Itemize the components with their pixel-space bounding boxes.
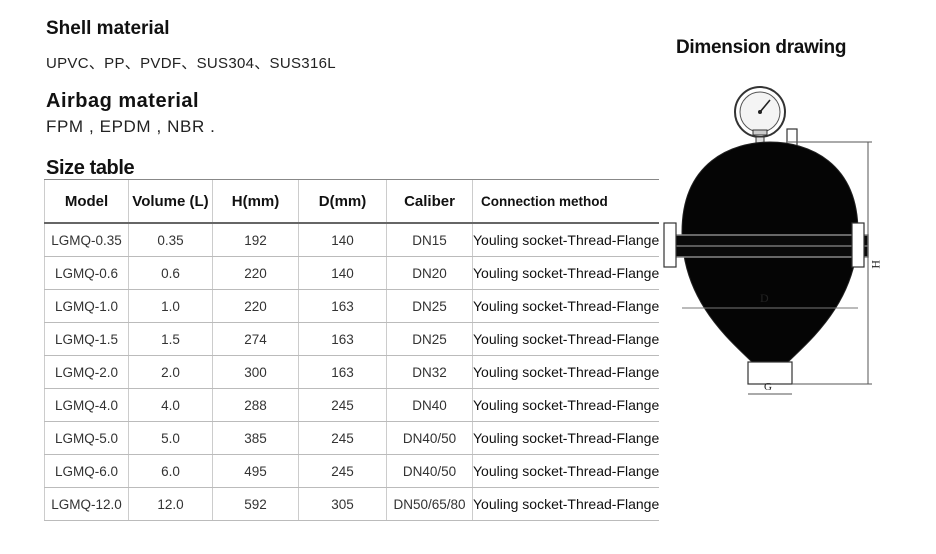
label-d: D (760, 291, 769, 305)
dimension-d: D (682, 291, 858, 309)
cell-caliber: DN25 (386, 322, 473, 356)
cell-model: LGMQ-4.0 (44, 388, 129, 422)
cell-h: 495 (212, 454, 299, 488)
cell-h: 220 (212, 256, 299, 290)
cell-h: 385 (212, 421, 299, 455)
col-header-h: H(mm) (212, 179, 299, 224)
cell-model: LGMQ-6.0 (44, 454, 129, 488)
cell-caliber: DN20 (386, 256, 473, 290)
airbag-material-heading: Airbag material (46, 90, 200, 112)
cell-model: LGMQ-0.6 (44, 256, 129, 290)
cell-volume: 0.35 (128, 223, 213, 257)
cell-d: 140 (298, 256, 387, 290)
col-header-volume: Volume (L) (128, 179, 213, 224)
cell-caliber: DN32 (386, 355, 473, 389)
cell-model: LGMQ-12.0 (44, 487, 129, 521)
cell-volume: 1.5 (128, 322, 213, 356)
label-h: H (869, 260, 880, 269)
cell-volume: 0.6 (128, 256, 213, 290)
cell-h: 220 (212, 289, 299, 323)
cell-connection: Youling socket-Thread-Flange (472, 223, 660, 257)
cell-model: LGMQ-1.0 (44, 289, 129, 323)
col-header-caliber: Caliber (386, 179, 473, 224)
cell-d: 163 (298, 322, 387, 356)
cell-d: 140 (298, 223, 387, 257)
cell-volume: 5.0 (128, 421, 213, 455)
flange-bolt-right (851, 222, 865, 268)
cell-connection: Youling socket-Thread-Flange (472, 322, 660, 356)
flange-bolt-left (663, 222, 677, 268)
cell-volume: 6.0 (128, 454, 213, 488)
airbag-material-value: FPM , EPDM , NBR . (46, 117, 216, 136)
col-header-d: D(mm) (298, 179, 387, 224)
dimension-g: G (748, 381, 792, 395)
cell-d: 245 (298, 454, 387, 488)
cell-connection: Youling socket-Thread-Flange (472, 256, 660, 290)
cell-d: 163 (298, 355, 387, 389)
cell-h: 274 (212, 322, 299, 356)
size-table: Model Volume (L) H(mm) D(mm) Caliber Con… (44, 179, 660, 521)
cell-caliber: DN15 (386, 223, 473, 257)
cell-h: 192 (212, 223, 299, 257)
cell-d: 163 (298, 289, 387, 323)
cell-connection: Youling socket-Thread-Flange (472, 487, 660, 521)
cell-caliber: DN50/65/80 (386, 487, 473, 521)
cell-h: 592 (212, 487, 299, 521)
col-header-model: Model (44, 179, 129, 224)
cell-caliber: DN40/50 (386, 421, 473, 455)
cell-model: LGMQ-5.0 (44, 421, 129, 455)
cell-connection: Youling socket-Thread-Flange (472, 388, 660, 422)
cell-caliber: DN40/50 (386, 454, 473, 488)
outlet-pipe (747, 361, 793, 385)
pressure-gauge-icon (734, 86, 786, 150)
cell-connection: Youling socket-Thread-Flange (472, 355, 660, 389)
cell-connection: Youling socket-Thread-Flange (472, 454, 660, 488)
cell-d: 245 (298, 388, 387, 422)
cell-connection: Youling socket-Thread-Flange (472, 289, 660, 323)
cell-d: 245 (298, 421, 387, 455)
cell-d: 305 (298, 487, 387, 521)
cell-caliber: DN40 (386, 388, 473, 422)
size-table-header: Model Volume (L) H(mm) D(mm) Caliber Con… (44, 179, 660, 224)
cell-h: 300 (212, 355, 299, 389)
cell-connection: Youling socket-Thread-Flange (472, 421, 660, 455)
cell-h: 288 (212, 388, 299, 422)
cell-caliber: DN25 (386, 289, 473, 323)
cell-model: LGMQ-2.0 (44, 355, 129, 389)
dimension-drawing: H D G (663, 86, 880, 395)
cell-model: LGMQ-0.35 (44, 223, 129, 257)
shell-material-heading: Shell material (46, 18, 170, 39)
cell-volume: 4.0 (128, 388, 213, 422)
size-table-heading: Size table (46, 157, 135, 179)
cell-volume: 1.0 (128, 289, 213, 323)
label-g: G (764, 381, 772, 393)
col-header-connection: Connection method (472, 179, 660, 224)
shell-material-value: UPVC、PP、PVDF、SUS304、SUS316L (46, 55, 336, 72)
cell-volume: 12.0 (128, 487, 213, 521)
cell-model: LGMQ-1.5 (44, 322, 129, 356)
cell-volume: 2.0 (128, 355, 213, 389)
dimension-drawing-heading: Dimension drawing (676, 37, 847, 58)
dimension-h: H (788, 141, 880, 385)
